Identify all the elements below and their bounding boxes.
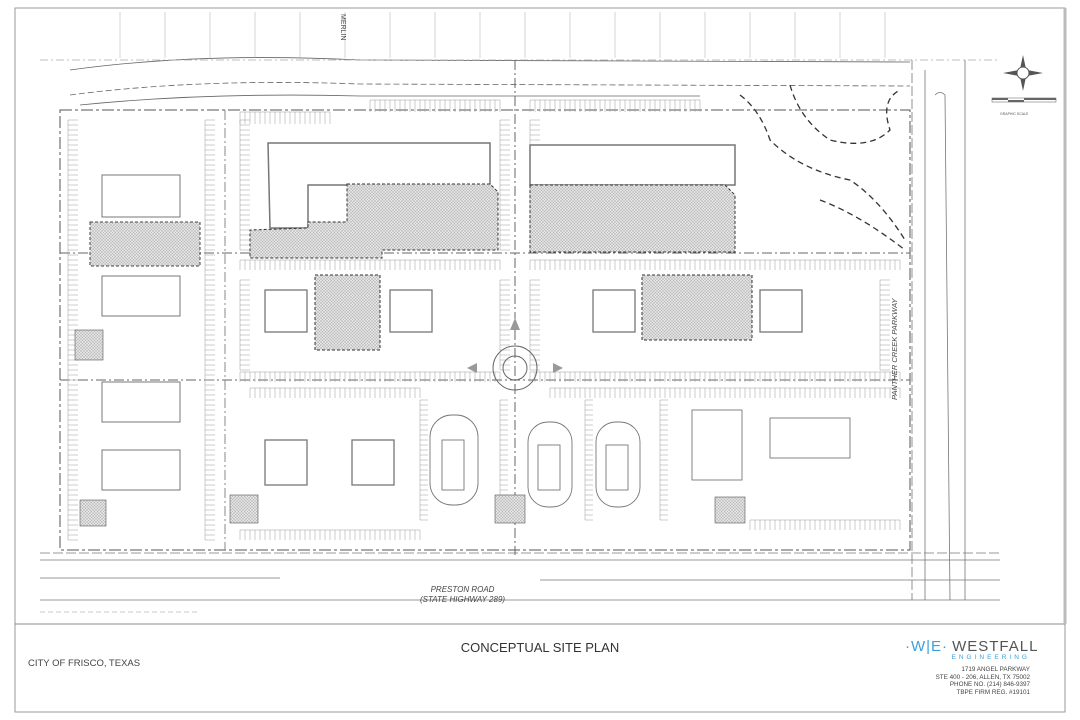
tree-line <box>739 84 906 251</box>
large-building-west <box>267 142 491 229</box>
restaurant-pads <box>264 289 803 486</box>
address-line: 1719 ANGEL PARKWAY <box>961 666 1030 673</box>
north-arrow-icon <box>1003 55 1043 91</box>
panther-creek-parkway <box>911 60 966 601</box>
firm-reg-line: TBPE FIRM REG. #19101 <box>956 688 1031 696</box>
firm-address: 1719 ANGEL PARKWAY STE 400 - 206, ALLEN,… <box>905 666 1030 696</box>
firm-sub: ENGINEERING <box>951 654 1030 661</box>
roundabout <box>467 318 563 391</box>
panther-creek-label: PANTHER CREEK PARKWAY <box>890 298 899 400</box>
preston-road-label: PRESTON ROAD (STATE HIGHWAY 289) <box>420 585 505 605</box>
firm-name: WESTFALL <box>952 638 1039 655</box>
westfall-logo: ·W|E·WESTFALL ENGINEERING <box>905 638 1037 661</box>
hatched-plaza-east <box>529 184 736 253</box>
merlin-street-label: MERLIN <box>339 14 346 41</box>
preston-road-name: PRESTON ROAD <box>430 585 495 594</box>
hatched-plaza-west <box>249 183 499 259</box>
drive-thru-pads <box>429 409 851 508</box>
parking-stalls <box>67 99 901 541</box>
hatched-plaza-mid-east <box>641 274 753 341</box>
large-building-east <box>529 144 736 186</box>
logo-mark: ·W|E· <box>905 638 949 655</box>
north-lot-lines <box>119 12 886 58</box>
hatched-plaza-mid-west <box>314 274 381 351</box>
hatched-amenity-left <box>89 221 201 267</box>
city-label: CITY OF FRISCO, TEXAS <box>28 658 141 669</box>
sheet-title: CONCEPTUAL SITE PLAN <box>460 640 620 655</box>
preston-road <box>40 552 1000 613</box>
left-pad-buildings <box>101 174 181 491</box>
north-road <box>40 57 1000 106</box>
phone-line: PHONE NO. (214) 846-9397 <box>949 681 1030 688</box>
crosswalk-plazas <box>74 329 746 527</box>
graphic-scale-label: GRAPHIC SCALE <box>1000 112 1029 116</box>
graphic-scale <box>991 97 1057 103</box>
preston-road-highway: (STATE HIGHWAY 289) <box>420 595 506 604</box>
address-line: STE 400 - 206, ALLEN, TX 75002 <box>935 673 1030 681</box>
